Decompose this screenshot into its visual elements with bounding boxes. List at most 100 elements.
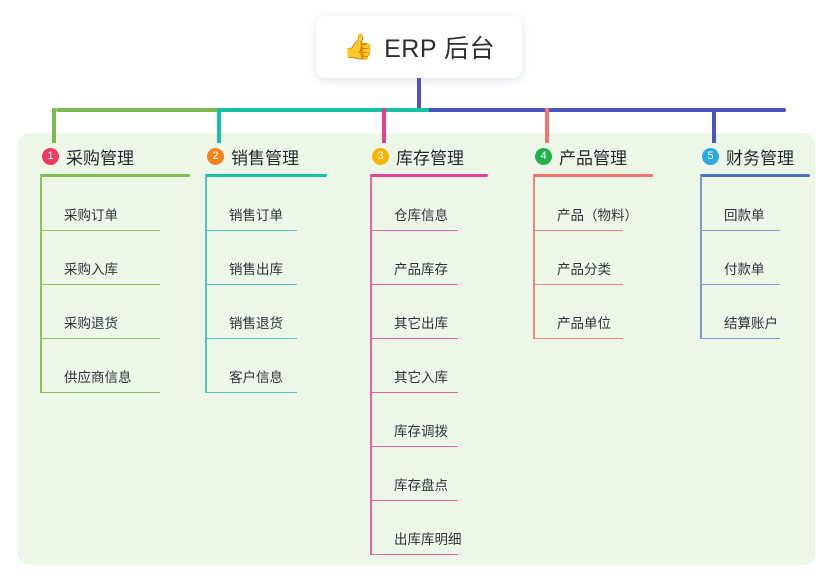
- branch-item[interactable]: 出库库明细: [370, 501, 488, 555]
- branch-header-rule: [533, 174, 653, 177]
- branch-title: 产品管理: [559, 148, 627, 168]
- branch-item-label: 采购入库: [64, 262, 118, 277]
- branch-header-4[interactable]: 4 产品管理: [533, 143, 653, 169]
- branch-item-rule: [700, 283, 780, 285]
- branch-number-badge: 3: [372, 147, 389, 165]
- branch-item[interactable]: 库存调拨: [370, 393, 488, 447]
- branch-item-rule: [370, 445, 458, 447]
- branch-item-label: 采购退货: [64, 316, 118, 331]
- branch-spine: [700, 177, 702, 339]
- branch-header-5[interactable]: 5 财务管理: [700, 143, 810, 169]
- branch-item[interactable]: 产品单位: [533, 285, 653, 339]
- branch-item[interactable]: 库存盘点: [370, 447, 488, 501]
- branch-item-list: 销售订单销售出库销售退货客户信息: [205, 177, 327, 393]
- branch-item-rule: [370, 553, 458, 555]
- branch-item[interactable]: 其它出库: [370, 285, 488, 339]
- branch-item-label: 付款单: [724, 262, 765, 277]
- drop-connector-5: [712, 108, 716, 143]
- branch-item-label: 产品（物料）: [557, 208, 638, 223]
- branch-item-rule: [40, 337, 160, 339]
- branch-item-rule: [205, 391, 297, 393]
- branch-item[interactable]: 销售出库: [205, 231, 327, 285]
- branch-spine: [533, 177, 535, 339]
- branch-item-rule: [533, 283, 623, 285]
- bus-connector-blue: [429, 108, 786, 112]
- branch-number-badge: 4: [535, 147, 552, 165]
- branch-item-list: 回款单付款单结算账户: [700, 177, 810, 339]
- branch-item-label: 产品单位: [557, 316, 611, 331]
- branch-item[interactable]: 产品（物料）: [533, 177, 653, 231]
- branch-item-label: 回款单: [724, 208, 765, 223]
- branch-item-label: 库存盘点: [394, 478, 448, 493]
- branch-item-label: 库存调拨: [394, 424, 448, 439]
- branch-item[interactable]: 采购订单: [40, 177, 190, 231]
- bus-connector-green: [56, 108, 219, 112]
- branch-item-list: 采购订单采购入库采购退货供应商信息: [40, 177, 190, 393]
- root-node-card[interactable]: 👍 ERP 后台: [316, 16, 522, 78]
- branch-item[interactable]: 仓库信息: [370, 177, 488, 231]
- branch-header-rule: [205, 174, 327, 177]
- branch-item[interactable]: 供应商信息: [40, 339, 190, 393]
- branch-title: 销售管理: [231, 148, 299, 168]
- branch-item[interactable]: 其它入库: [370, 339, 488, 393]
- drop-connector-3: [382, 108, 386, 143]
- branch-item-rule: [40, 229, 160, 231]
- root-node-title: ERP 后台: [384, 35, 496, 63]
- branch-item-rule: [700, 337, 780, 339]
- branch-header-3[interactable]: 3 库存管理: [370, 143, 488, 169]
- branch-item-label: 仓库信息: [394, 208, 448, 223]
- branch-item[interactable]: 销售退货: [205, 285, 327, 339]
- branch-item-list: 仓库信息产品库存其它出库其它入库库存调拨库存盘点出库库明细: [370, 177, 488, 555]
- branch-item-rule: [533, 229, 623, 231]
- branch-item[interactable]: 客户信息: [205, 339, 327, 393]
- branch-column-5: 5 财务管理回款单付款单结算账户: [700, 143, 810, 339]
- bus-connector-teal: [218, 108, 430, 112]
- branch-item-rule: [370, 391, 458, 393]
- branch-item-rule: [40, 283, 160, 285]
- branch-item[interactable]: 销售订单: [205, 177, 327, 231]
- drop-connector-2: [217, 108, 221, 143]
- branch-item-rule: [40, 391, 160, 393]
- branch-item-rule: [533, 337, 623, 339]
- branch-item[interactable]: 产品分类: [533, 231, 653, 285]
- drop-connector-1: [52, 108, 56, 143]
- root-stem-connector: [417, 72, 421, 111]
- branch-item-rule: [370, 499, 458, 501]
- branch-item-rule: [700, 229, 780, 231]
- branch-number-badge: 5: [702, 147, 719, 165]
- branch-title: 库存管理: [396, 148, 464, 168]
- branch-item-rule: [205, 337, 297, 339]
- branch-item[interactable]: 结算账户: [700, 285, 810, 339]
- branch-item-label: 供应商信息: [64, 370, 132, 385]
- branch-header-rule: [40, 174, 190, 177]
- branch-item[interactable]: 采购退货: [40, 285, 190, 339]
- branch-column-3: 3 库存管理仓库信息产品库存其它出库其它入库库存调拨库存盘点出库库明细: [370, 143, 488, 555]
- branch-item-label: 结算账户: [724, 316, 778, 331]
- branch-item-label: 其它出库: [394, 316, 448, 331]
- branch-title: 采购管理: [66, 148, 134, 168]
- branch-item-rule: [370, 283, 458, 285]
- branch-item[interactable]: 回款单: [700, 177, 810, 231]
- branch-title: 财务管理: [726, 148, 794, 168]
- branch-item-rule: [370, 229, 458, 231]
- branch-item[interactable]: 付款单: [700, 231, 810, 285]
- branch-item-label: 销售订单: [229, 208, 283, 223]
- diagram-panel: [18, 133, 815, 565]
- branch-spine: [40, 177, 42, 393]
- branch-item[interactable]: 产品库存: [370, 231, 488, 285]
- drop-connector-4: [545, 108, 549, 143]
- branch-header-rule: [370, 174, 488, 177]
- branch-spine: [205, 177, 207, 393]
- branch-item-label: 销售出库: [229, 262, 283, 277]
- branch-item-label: 销售退货: [229, 316, 283, 331]
- branch-item-rule: [205, 229, 297, 231]
- branch-item-label: 出库库明细: [394, 532, 462, 547]
- branch-item-label: 采购订单: [64, 208, 118, 223]
- branch-item[interactable]: 采购入库: [40, 231, 190, 285]
- branch-column-4: 4 产品管理产品（物料） 产品分类产品单位: [533, 143, 653, 339]
